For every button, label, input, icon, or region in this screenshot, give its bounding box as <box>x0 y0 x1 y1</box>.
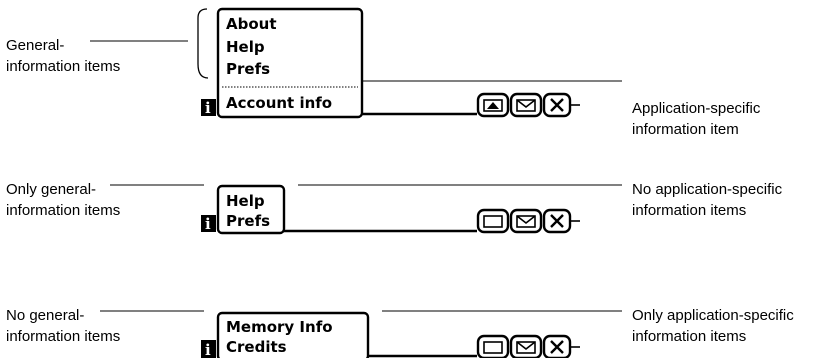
envelope-icon[interactable] <box>509 334 543 358</box>
info-menu-popup <box>216 311 370 358</box>
caption-line: information items <box>6 202 121 219</box>
envelope-icon[interactable] <box>509 92 543 118</box>
caption-line: information items <box>632 202 747 219</box>
menu-item-help[interactable]: Help <box>226 38 265 56</box>
menu-item-credits[interactable]: Credits <box>226 338 287 356</box>
folder-icon[interactable] <box>476 208 510 234</box>
diagram-only-app: Memory Info Credits i <box>100 310 622 358</box>
caption-line: Only general- <box>6 181 97 198</box>
envelope-icon[interactable] <box>509 208 543 234</box>
info-icon[interactable]: i <box>201 215 216 233</box>
svg-text:i: i <box>205 215 211 233</box>
menu-item-account-info[interactable]: Account info <box>226 94 332 112</box>
caption-line: information items <box>6 58 121 75</box>
info-menu-popup <box>216 7 364 119</box>
diagram-general-and-app: About Help Prefs Account info i <box>90 7 622 119</box>
info-icon[interactable]: i <box>201 99 216 117</box>
caption-line: Application-specific <box>632 100 761 117</box>
info-icon[interactable]: i <box>201 340 216 358</box>
caption-line: information items <box>632 328 747 345</box>
caption-line: Only application-specific <box>632 307 794 324</box>
right-caption-app-specific: Application-specific information item <box>632 98 760 140</box>
folder-icon[interactable] <box>476 334 510 358</box>
menu-item-about[interactable]: About <box>226 15 277 33</box>
diagram-only-general: Help Prefs i <box>110 184 622 235</box>
menu-item-memory-info[interactable]: Memory Info <box>226 318 333 336</box>
right-caption-only-app-specific: Only application-specific information it… <box>632 305 794 347</box>
bracket <box>197 8 209 79</box>
left-caption-only-general: Only general- information items <box>6 179 120 221</box>
right-caption-no-app-specific: No application-specific information item… <box>632 179 782 221</box>
menu-item-prefs[interactable]: Prefs <box>226 60 270 78</box>
left-caption-general: General- information items <box>6 35 120 77</box>
caption-line: No application-specific <box>632 181 783 198</box>
left-caption-no-general: No general- information items <box>6 305 120 347</box>
info-menu-popup <box>216 184 286 235</box>
close-icon[interactable] <box>542 334 572 358</box>
caption-line: General- <box>6 37 65 54</box>
svg-text:i: i <box>205 99 211 117</box>
caption-line: information item <box>632 121 739 138</box>
close-icon[interactable] <box>542 208 572 234</box>
close-icon[interactable] <box>542 92 572 118</box>
svg-text:i: i <box>205 341 211 358</box>
caption-line: information items <box>6 328 121 345</box>
folder-icon[interactable] <box>476 92 510 118</box>
caption-line: No general- <box>6 307 85 324</box>
menu-item-help[interactable]: Help <box>226 192 265 210</box>
menu-item-prefs[interactable]: Prefs <box>226 212 270 230</box>
